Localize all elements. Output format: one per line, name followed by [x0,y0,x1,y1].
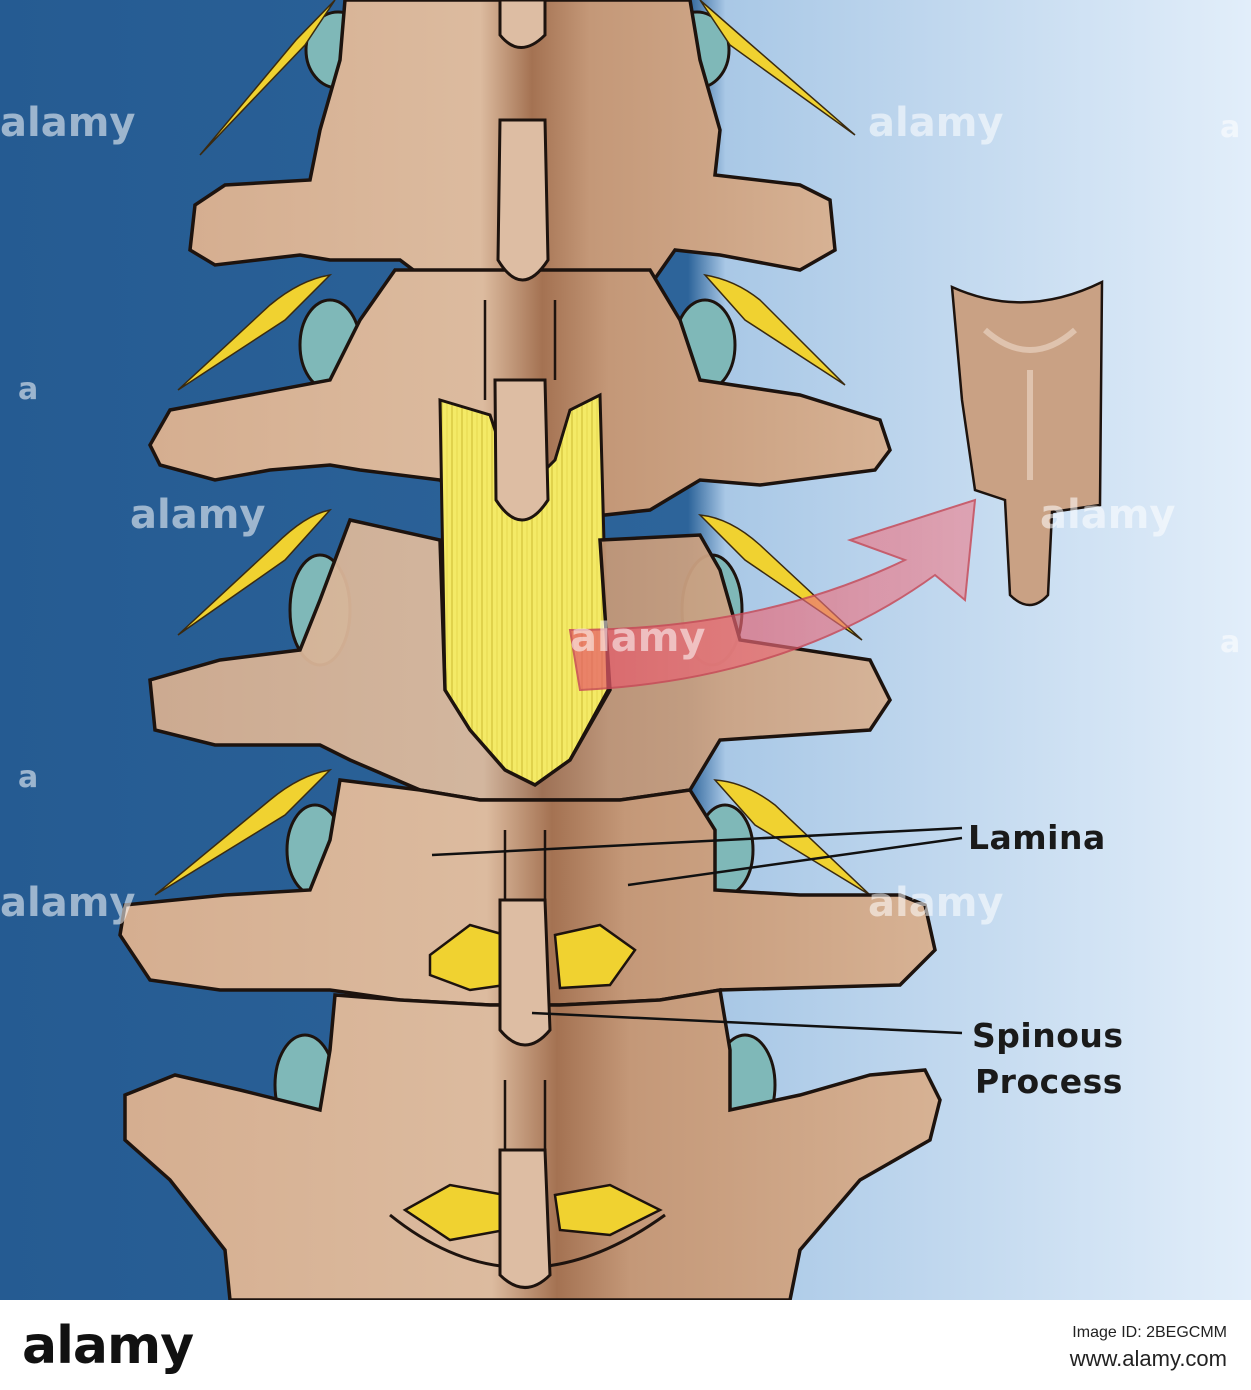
spinous-process [498,0,547,49]
watermark: alamy [868,880,1004,926]
spinous-process [498,898,552,1047]
spinous-processes [493,0,552,1289]
nerve-root [199,0,336,156]
yellow-gap [553,1183,663,1237]
watermark: alamy [1040,492,1176,538]
lamina-leader [627,836,963,887]
spinous-leader [531,1011,963,1035]
spine-illustration [0,0,1251,1300]
nerve-root [177,508,333,636]
watermark: alamy [130,492,266,538]
vertebra-5 [123,987,942,1300]
yellow-gap [553,923,637,990]
midline-contours [483,300,557,1150]
spinous-process [498,1148,552,1289]
lamina-leader [431,826,963,857]
site-url: www.alamy.com [1069,1346,1227,1371]
footer-meta: Image ID: 2BEGCMM www.alamy.com [1070,1322,1227,1374]
watermark: a [18,372,39,407]
watermark: alamy [570,615,706,661]
image-id: Image ID: 2BEGCMM [1072,1324,1227,1341]
watermark: a [1220,110,1241,145]
watermark: a [18,760,39,795]
lamina-piece-ridge [983,327,1077,480]
nerve-roots [154,0,871,896]
spinous-process [496,118,550,282]
nerve-root [177,273,333,391]
spinous-process [493,378,550,522]
label-spinous: Spinous [972,1016,1124,1055]
nerve-root [154,768,333,896]
nerve-root [703,273,846,386]
watermark: a [1220,625,1241,660]
watermark: alamy [0,100,136,146]
stock-footer: alamy Image ID: 2BEGCMM www.alamy.com [0,1300,1251,1390]
nerve-root [699,0,856,136]
label-process: Process [975,1062,1123,1101]
leader-lines [431,826,963,1035]
footer-logo: alamy [22,1316,194,1376]
watermark: alamy [868,100,1004,146]
curved-arrow [568,498,977,692]
watermark: alamy [0,880,136,926]
vertebra-3 [148,517,893,802]
label-lamina: Lamina [968,818,1106,857]
